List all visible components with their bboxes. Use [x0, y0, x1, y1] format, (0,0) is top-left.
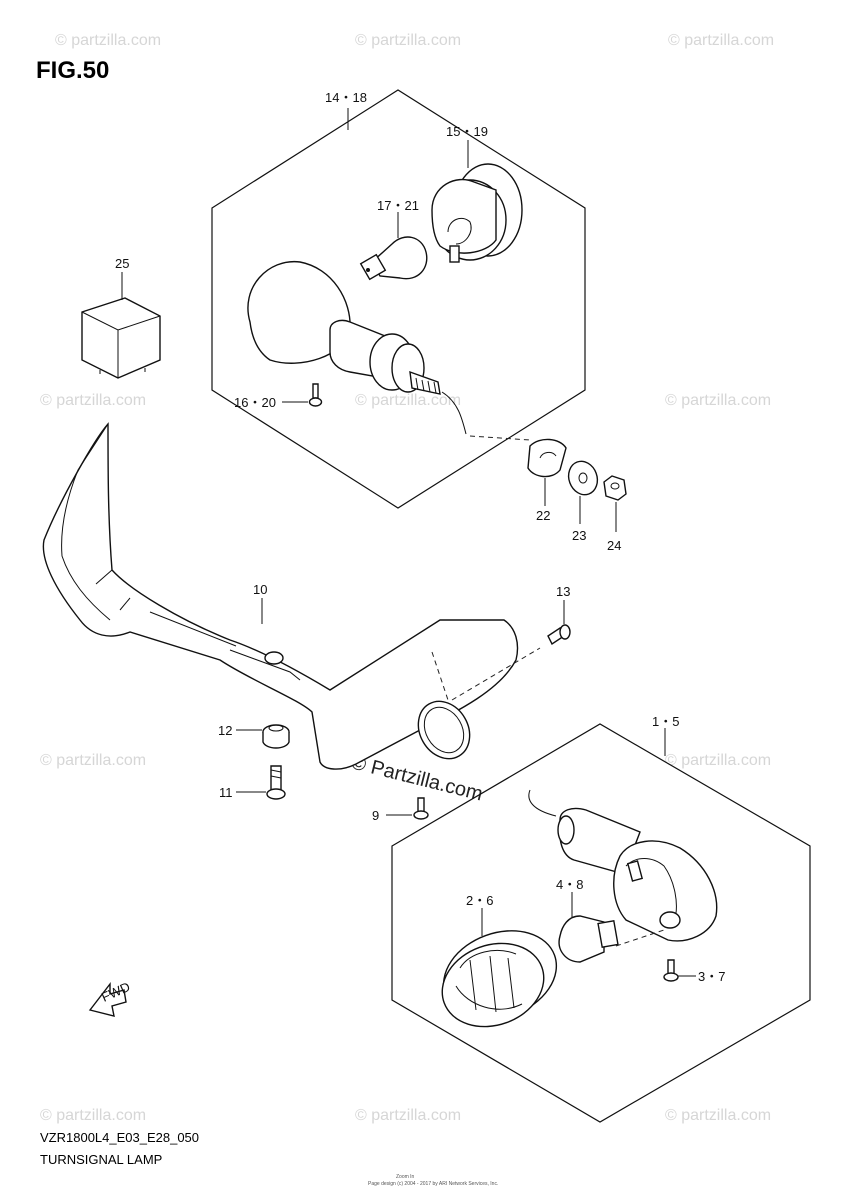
- lower-hexagon-boundary: [391, 723, 811, 1123]
- lower-screw: [663, 959, 679, 982]
- lower-lens: [441, 930, 558, 1028]
- callout-4-8: 4・8: [556, 877, 583, 892]
- lower-lamp-assembly: 1・5 2・6 4・8: [391, 714, 811, 1123]
- assembly-dashed-line: [469, 435, 531, 441]
- watermark: © partzilla.com: [355, 1107, 461, 1124]
- upper-screw: [308, 383, 323, 407]
- relay-unit: 25: [81, 256, 161, 379]
- figure-title: FIG.50: [36, 57, 109, 84]
- upper-lamp-housing: [247, 261, 467, 435]
- forward-direction-arrow: FWD: [88, 979, 132, 1017]
- copyright-zoom: Zoom In: [396, 1174, 415, 1180]
- callout-3-7: 3・7: [698, 969, 725, 984]
- grommet-and-bolt: 12 11 9: [218, 723, 429, 823]
- watermark: © partzilla.com: [668, 32, 774, 49]
- callout-10: 10: [253, 582, 267, 597]
- callout-22: 22: [536, 508, 550, 523]
- watermark: © partzilla.com: [665, 752, 771, 769]
- callout-24: 24: [607, 538, 621, 553]
- watermark: © partzilla.com: [665, 392, 771, 409]
- lower-lamp-housing: [528, 789, 718, 942]
- watermark: © partzilla.com: [355, 392, 461, 409]
- mounting-hardware: 22 23 24: [469, 435, 627, 553]
- watermark: © partzilla.com: [40, 752, 146, 769]
- watermark: © partzilla.com: [40, 392, 146, 409]
- watermark: © partzilla.com: [55, 32, 161, 49]
- figure-code: VZR1800L4_E03_E28_050: [40, 1130, 199, 1145]
- assembly-dashed-line: [451, 647, 541, 701]
- turn-signal-bracket: 10: [42, 422, 541, 770]
- upper-lamp-socket: [431, 163, 523, 263]
- copyright-notice: Page design (c) 2004 - 2017 by ARI Netwo…: [368, 1181, 498, 1187]
- upper-hexagon-boundary: [211, 89, 586, 509]
- callout-13: 13: [556, 584, 570, 599]
- center-watermark: © Partzilla.com: [349, 752, 485, 806]
- upper-bulb: [359, 236, 428, 281]
- watermark: © partzilla.com: [665, 1107, 771, 1124]
- watermark: © partzilla.com: [40, 1107, 146, 1124]
- watermark: © partzilla.com: [355, 32, 461, 49]
- callout-23: 23: [572, 528, 586, 543]
- upper-lamp-assembly: 14・18 15・19 17・21: [211, 89, 586, 509]
- callout-14-18: 14・18: [325, 90, 367, 105]
- callout-17-21: 17・21: [377, 198, 419, 213]
- callout-1-5: 1・5: [652, 714, 679, 729]
- bracket-screw: 13: [547, 584, 571, 646]
- callout-25: 25: [115, 256, 129, 271]
- lower-bulb: [558, 915, 619, 963]
- callout-11: 11: [219, 785, 233, 800]
- callout-2-6: 2・6: [466, 893, 493, 908]
- watermark-layer: © partzilla.com © partzilla.com © partzi…: [40, 32, 774, 1124]
- callout-15-19: 15・19: [446, 124, 488, 139]
- callout-12: 12: [218, 723, 232, 738]
- callout-16-20: 16・20: [234, 395, 276, 410]
- callout-9: 9: [372, 808, 379, 823]
- figure-name: TURNSIGNAL LAMP: [40, 1152, 162, 1167]
